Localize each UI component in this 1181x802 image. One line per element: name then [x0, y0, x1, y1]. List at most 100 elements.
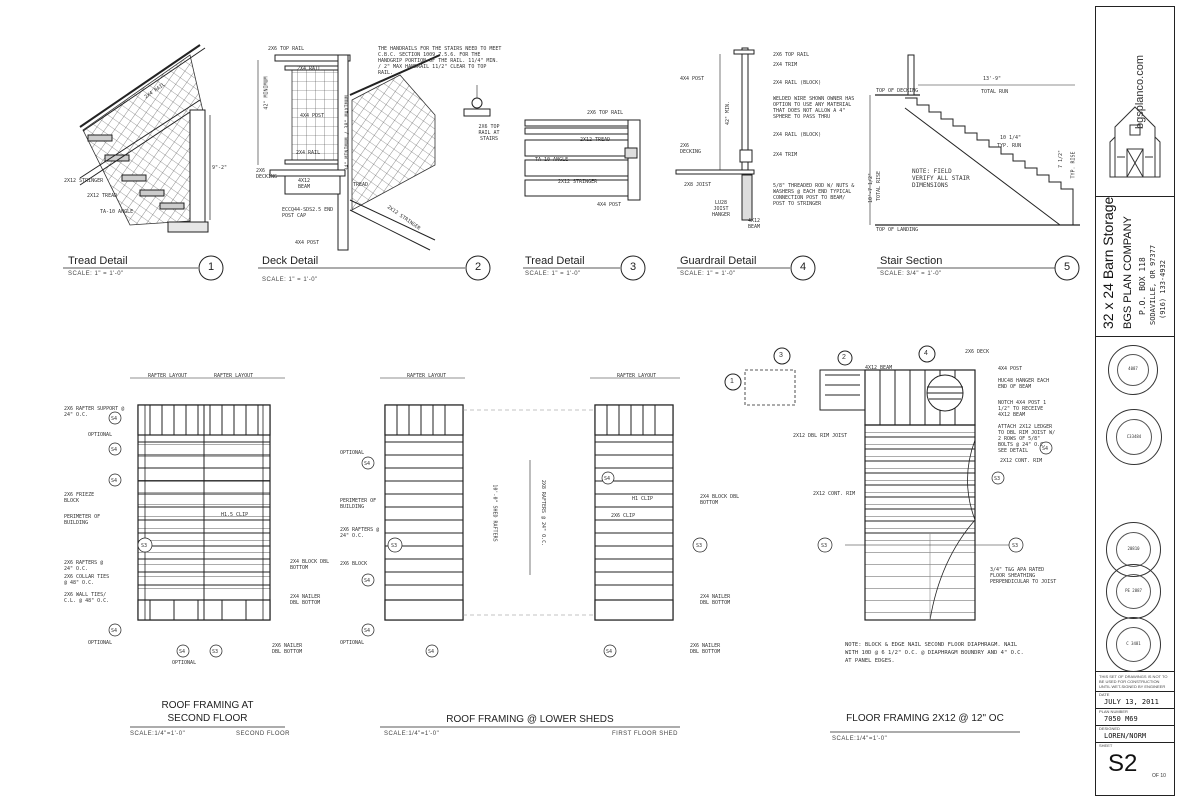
guard-note-rail-block2: 2X4 RAIL (BLOCK)	[773, 132, 822, 138]
p3-nailing-note: NOTE: BLOCK & EDGE NAIL SECOND FLOOR DIA…	[845, 642, 1024, 664]
engineer-seal-4: PE 2887	[1106, 564, 1161, 619]
detail-5-number: 5	[1063, 261, 1071, 273]
plan2-sub: FIRST FLOOR SHED	[612, 731, 678, 737]
section-ref-p2-d	[361, 623, 375, 637]
plan1-sub: SECOND FLOOR	[236, 731, 291, 737]
tread-note-stringer: 2X12 STRINGER	[64, 178, 104, 184]
detail-3-scale: SCALE: 1" = 1'-0"	[525, 271, 581, 277]
plan2-drawing	[380, 377, 680, 728]
drawing-linework	[63, 44, 1080, 733]
p2-left-2: 2X6 BLOCK	[340, 561, 368, 567]
deck-note-decking: 2X6 DECKING	[256, 168, 278, 180]
stair-note-total-rise: TOTAL RISE	[876, 170, 883, 202]
sref-p2e: S4	[428, 649, 435, 655]
plan3-scale: SCALE:1/4"=1'-0"	[832, 736, 888, 742]
section-ref-p1-b	[108, 442, 122, 456]
p2-center-0: 10'-0" SHED RAFTERS	[491, 484, 498, 542]
tb-seals-section: 4087 C33484 20810 PE 2887 C 3481	[1096, 337, 1174, 672]
stair-section-drawing	[869, 54, 1080, 226]
plan1-title-l2: SECOND FLOOR	[167, 713, 248, 724]
p3-right-5: 3/4" T&G APA RATED FLOOR SHEATHING PERPE…	[990, 567, 1057, 585]
deck-note-post: 4X4 POST	[300, 113, 325, 119]
tread3-detail-drawing	[524, 119, 641, 201]
engineer-seal-2: C33484	[1106, 409, 1162, 465]
callout-bubble-3	[773, 347, 791, 365]
stair-note-total-run-dim: 13'-9"	[983, 76, 1002, 82]
tb-info-section: THIS SET OF DRAWINGS IS NOT TO BE USED F…	[1096, 672, 1174, 795]
guard-note-rail-block: 2X4 RAIL (BLOCK)	[773, 80, 822, 86]
sref-p2h: S4	[606, 649, 613, 655]
sref-p2c: S4	[364, 578, 371, 584]
detail-bubble-4	[790, 255, 816, 281]
plan1-title-l1: ROOF FRAMING AT	[161, 700, 254, 711]
p3-top-0: 4X12 BEAM	[865, 365, 893, 371]
guard-note-beam: 4X12 BEAM	[747, 218, 761, 230]
tb-plan-label: PLAN NUMBER	[1099, 709, 1128, 714]
sref-p2a: S4	[364, 461, 371, 467]
p3-left-1: 2X12 CONT. RIM	[813, 491, 856, 497]
p1-note-0: 2X6 RAFTER SUPPORT @ 24" O.C.	[64, 406, 125, 418]
p1-rafter-layout-b: RAFTER LAYOUT	[214, 373, 254, 379]
guard-note-top-rail: 2X6 TOP RAIL	[773, 52, 810, 58]
tb-address2: SODAVILLE, OR 97377	[1149, 244, 1157, 325]
callout-bubble-4	[918, 345, 936, 363]
detail-5-title: Stair Section	[880, 255, 943, 267]
sref-p3c: S3	[994, 476, 1001, 482]
deck-note-rail2: 2X4 RAIL	[296, 150, 321, 156]
deck-note-stair-height: 34" MINIMUM / 38" MAXIMUM	[344, 95, 351, 171]
detail-1-number: 1	[207, 261, 215, 273]
p1-note-5: 2X6 WALL TIES/ C.L. @ 48" O.C.	[64, 592, 110, 604]
engineer-seal-1: 4087	[1108, 345, 1158, 395]
sref-p1a: S4	[111, 416, 118, 422]
stair-note-rise: 7 1/2"	[1058, 149, 1065, 169]
plan3-drawing	[744, 369, 1020, 733]
sref-p1e: S4	[179, 649, 186, 655]
guard-note-wire: WELDED WIRE SHOWN OWNER HAS OPTION TO US…	[773, 96, 855, 120]
tb-sheet-number: S2	[1108, 750, 1138, 777]
stair-note-top-decking: TOP OF DECKING	[876, 88, 919, 94]
sref-p1-sheet: S3	[141, 543, 148, 549]
p1-optional-bottom: OPTIONAL	[88, 640, 113, 646]
detail-4-title: Guardrail Detail	[680, 255, 757, 267]
guard-note-post: 4X4 POST	[680, 76, 705, 82]
p2-rafter-layout-a: RAFTER LAYOUT	[407, 373, 447, 379]
guard-note-joist: 2X8 JOIST	[684, 182, 712, 188]
p1-note-1: 2X6 FRIEZE BLOCK	[64, 492, 95, 504]
section-ref-p1-d	[108, 623, 122, 637]
tread3-note-stringer: 2X12 STRINGER	[558, 179, 598, 185]
stair-note-typ-rise: TYP. RISE	[1070, 151, 1077, 179]
p3-right-4: 2X12 CONT. RIM	[1000, 458, 1043, 464]
guardrail-detail-drawing	[675, 47, 755, 221]
p3-right-0: 4X4 POST	[998, 366, 1023, 372]
detail-5-scale: SCALE: 3/4" = 1'-0"	[880, 271, 942, 277]
tb-project: 32 x 24 Barn Storage	[1100, 196, 1116, 329]
callout-2-label: 2	[842, 354, 846, 361]
sref-p2f: S4	[604, 476, 611, 482]
p2-right-1: 2X4 NAILER DBL BOTTOM	[700, 594, 731, 606]
sref-p3-sheet: S3	[821, 543, 828, 549]
barn-logo-icon	[1109, 106, 1161, 178]
tb-disclaimer: THIS SET OF DRAWINGS IS NOT TO BE USED F…	[1099, 674, 1168, 689]
tb-address1: P.O. BOX 118	[1138, 257, 1147, 315]
p3-right-1: HUC48 HANGER EACH END OF BEAM	[998, 378, 1050, 390]
p1-right-0: 2X4 BLOCK DBL BOTTOM	[290, 559, 330, 571]
tread-note-tread: 2X12 TREAD	[87, 193, 118, 199]
section-ref-p2-g	[692, 537, 708, 553]
tread-note-angle: TA-10 ANGLE	[100, 209, 134, 215]
p1-optional-top: OPTIONAL	[88, 432, 113, 438]
guard-note-rod: 5/8" THREADED ROD W/ NUTS & WASHERS @ EA…	[773, 183, 855, 207]
engineer-seal-5: C 3481	[1106, 617, 1161, 672]
section-ref-p2-a	[361, 456, 375, 470]
p1-note-3: 2X6 RAFTERS @ 24" O.C.	[64, 560, 104, 572]
stair-note-typ-run: TYP. RUN	[997, 143, 1022, 149]
plan1-drawing	[130, 377, 285, 728]
section-ref-p2-h	[603, 644, 617, 658]
p1-optional-mid: OPTIONAL	[172, 660, 197, 666]
section-ref-p3-c	[991, 471, 1005, 485]
section-ref-a-p1	[137, 537, 153, 553]
p1-note-4: 2X6 COLLAR TIES @ 48" O.C.	[64, 574, 110, 586]
p3-right-2: NOTCH 4X4 POST 1 1/2" TO RECEIVE 4X12 BE…	[998, 400, 1047, 418]
p1-right-2: 2X6 NAILER DBL BOTTOM	[272, 643, 303, 655]
tb-phone: (916) 133-4932	[1159, 259, 1167, 319]
